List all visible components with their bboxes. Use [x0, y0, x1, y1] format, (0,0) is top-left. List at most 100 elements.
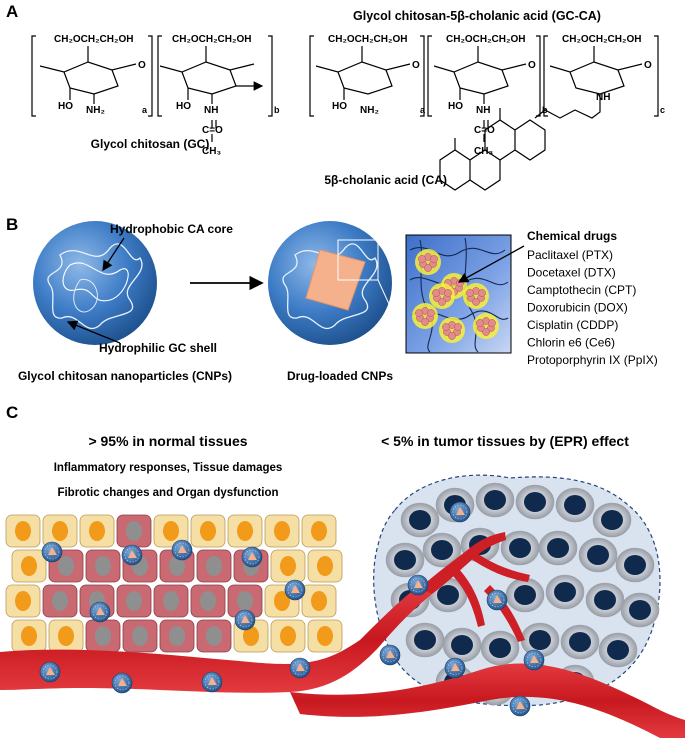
tumor-cell — [545, 574, 585, 610]
nanoparticle — [171, 539, 193, 561]
steroid-ring-b — [469, 149, 501, 191]
inflamed-cell — [196, 619, 232, 653]
drug-item: Cisplatin (CDDP) — [527, 318, 618, 332]
normal-cell — [5, 514, 41, 548]
normal-cell — [190, 514, 226, 548]
normal-cell — [307, 549, 343, 583]
panel-c: C > 95% in normal tissues Inflammatory r… — [0, 403, 685, 738]
svg-text:O: O — [644, 60, 652, 71]
steroid-ring-a — [439, 149, 471, 191]
sugar-ring-1 — [39, 61, 137, 95]
svg-text:b: b — [542, 105, 548, 115]
panel-c-letter: C — [6, 403, 18, 422]
panel-a: A Glycol chitosan-5β-cholanic acid (GC-C… — [6, 2, 665, 191]
normal-title: > 95% in normal tissues — [88, 433, 247, 449]
shell-label: Hydrophilic GC shell — [99, 341, 217, 355]
cnp-sphere-body — [33, 221, 157, 345]
normal-effect-line1: Inflammatory responses, Tissue damages — [54, 462, 283, 474]
cnp-caption: Glycol chitosan nanoparticles (CNPs) — [18, 369, 232, 383]
bracket-mid — [148, 35, 153, 117]
vessel-tail — [290, 663, 685, 738]
svg-text:O: O — [138, 60, 146, 71]
drug-cluster — [473, 313, 499, 339]
normal-cell — [307, 619, 343, 653]
inflamed-cell — [227, 584, 263, 618]
drug-clusters — [412, 249, 499, 343]
tumor-cell — [592, 502, 632, 538]
drug-cluster — [463, 283, 489, 309]
drug-list: Paclitaxel (PTX)Docetaxel (DTX)Camptothe… — [527, 248, 658, 367]
cnp-sphere — [33, 221, 157, 345]
tumor-cell — [400, 502, 440, 538]
drug-item: Docetaxel (DTX) — [527, 266, 616, 280]
panel-a-letter: A — [6, 2, 18, 21]
svg-text:CH₂OCH₂CH₂OH: CH₂OCH₂CH₂OH — [446, 34, 525, 45]
svg-text:NH: NH — [596, 92, 610, 103]
circulating-nanoparticles — [39, 501, 545, 717]
nanoparticle — [444, 657, 466, 679]
svg-text:NH₂: NH₂ — [360, 105, 379, 116]
normal-cell — [153, 514, 189, 548]
svg-text:a: a — [420, 105, 426, 115]
normal-cell — [264, 514, 300, 548]
normal-cell — [227, 514, 263, 548]
svg-text:O: O — [528, 60, 536, 71]
nanoparticle — [379, 644, 401, 666]
tumor-cell — [598, 632, 638, 668]
bracket-mid2 — [157, 35, 162, 117]
sugar-ring-4 — [433, 61, 527, 95]
normal-effect-line2: Fibrotic changes and Organ dysfunction — [57, 487, 278, 499]
svg-text:C=O: C=O — [202, 125, 223, 136]
shell-pointer — [66, 320, 121, 344]
nanoparticle — [486, 589, 508, 611]
svg-text:CH₂OCH₂CH₂OH: CH₂OCH₂CH₂OH — [54, 34, 133, 45]
tumor-cell — [500, 530, 540, 566]
core-label: Hydrophobic CA core — [110, 222, 233, 236]
svg-text:HO: HO — [176, 101, 191, 112]
bracket-left — [31, 35, 36, 117]
ca-label: 5β-cholanic acid (CA) — [324, 173, 447, 187]
tumor-cell — [538, 530, 578, 566]
svg-text:HO: HO — [448, 101, 463, 112]
drug-core — [305, 249, 366, 311]
steroid-ring-d — [514, 119, 546, 161]
svg-text:NH: NH — [476, 105, 490, 116]
gc-ca-labels: CH₂OCH₂CH₂OH CH₂OCH₂CH₂OH CH₂OCH₂CH₂OH O… — [328, 34, 665, 157]
panel-b-letter: B — [6, 215, 18, 234]
nanoparticle — [449, 501, 471, 523]
nanoparticle — [289, 657, 311, 679]
drug-item: Protoporphyrin IX (PpIX) — [527, 353, 658, 367]
drug-cluster — [439, 317, 465, 343]
svg-text:O: O — [412, 60, 420, 71]
normal-cell — [5, 584, 41, 618]
drug-item: Chlorin e6 (Ce6) — [527, 336, 615, 350]
gc-ca-brackets — [309, 35, 659, 117]
vessel-branch-1 — [420, 532, 506, 594]
svg-text:CH₂OCH₂CH₂OH: CH₂OCH₂CH₂OH — [172, 34, 251, 45]
panel-b: B Hydrophobic CA core Hydrophilic GC she… — [6, 215, 658, 383]
tumor-cell — [422, 532, 462, 568]
drug-pointer — [457, 245, 525, 283]
drug-cluster — [412, 303, 438, 329]
tumor-cell — [578, 537, 618, 573]
nanoparticle — [111, 672, 133, 694]
normal-cell — [11, 619, 47, 653]
tumor-cell — [520, 622, 560, 658]
drug-loaded-sphere — [268, 221, 411, 351]
inflamed-cell — [159, 619, 195, 653]
gc-ca-title: Glycol chitosan-5β-cholanic acid (GC-CA) — [353, 9, 601, 23]
core-pointer — [102, 237, 125, 272]
normal-cell — [48, 619, 84, 653]
tumor-cell — [515, 484, 555, 520]
tumor-cell — [585, 582, 625, 618]
loaded-caption: Drug-loaded CNPs — [287, 369, 393, 383]
nanoparticle — [234, 609, 256, 631]
gc-labels: CH₂OCH₂CH₂OH CH₂OCH₂CH₂OH O HO NH₂ HO NH… — [54, 34, 280, 157]
gc-label: Glycol chitosan (GC) — [91, 137, 210, 151]
svg-text:HO: HO — [58, 101, 73, 112]
inflamed-cell — [122, 619, 158, 653]
tumor-cell — [442, 627, 482, 663]
tumor-cell — [620, 592, 660, 628]
inflamed-cell — [85, 549, 121, 583]
svg-text:CH₂OCH₂CH₂OH: CH₂OCH₂CH₂OH — [562, 34, 641, 45]
